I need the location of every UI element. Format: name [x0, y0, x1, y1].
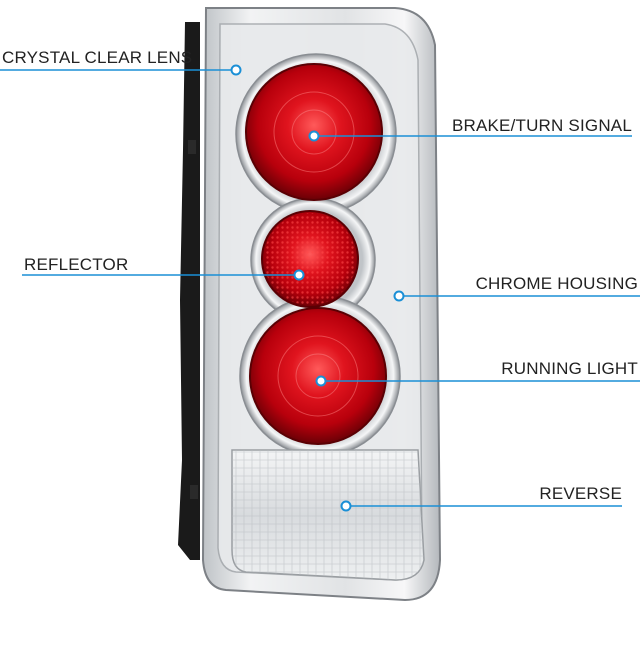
- running-lens: [249, 307, 387, 445]
- callout-brake-turn-signal: BRAKE/TURN SIGNAL: [451, 116, 632, 135]
- gasket: [178, 22, 200, 560]
- callout-chrome-housing: CHROME HOUSING: [475, 274, 638, 293]
- callout-crystal-clear-lens: CRYSTAL CLEAR LENS: [2, 48, 193, 67]
- callout-dots: [230, 64, 405, 512]
- callout-lines: [0, 69, 640, 507]
- callout-reverse: REVERSE: [539, 484, 622, 503]
- callout-reflector: REFLECTOR: [24, 255, 129, 274]
- callout-running-light: RUNNING LIGHT: [501, 359, 638, 378]
